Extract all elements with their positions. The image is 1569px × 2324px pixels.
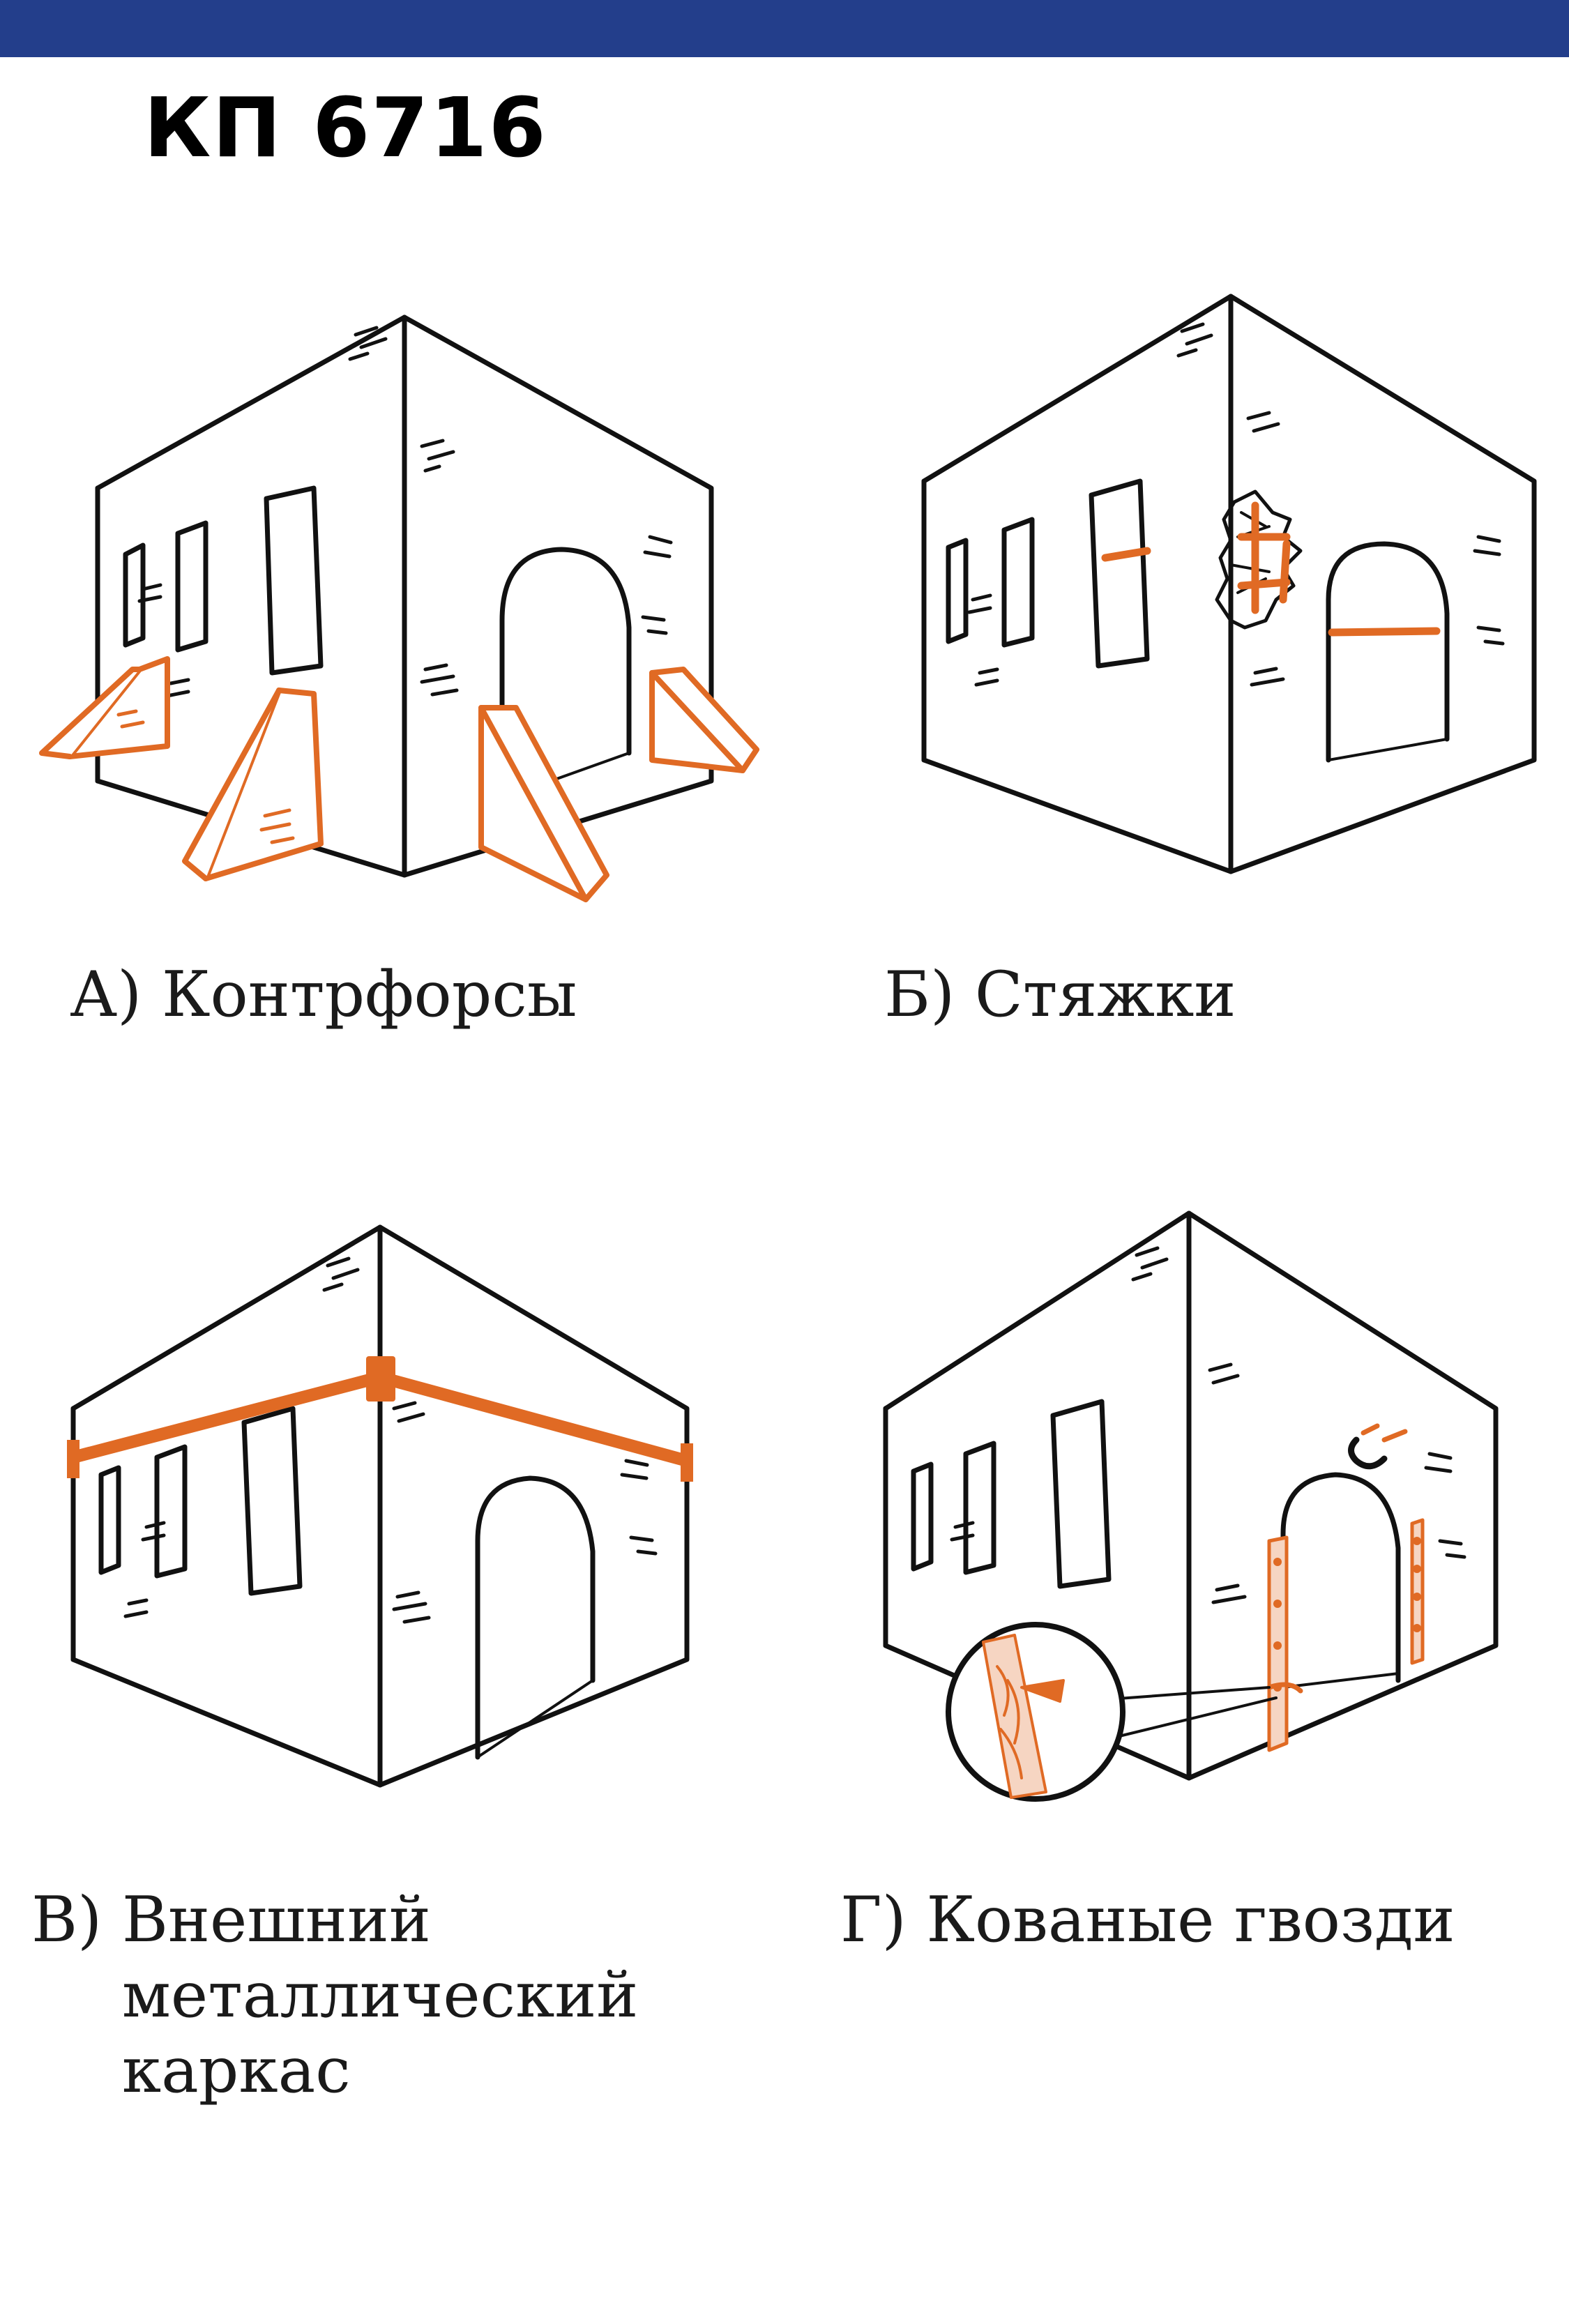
top-banner bbox=[0, 0, 1569, 57]
illustration-forged-nails bbox=[865, 1199, 1548, 1806]
option-v-letter: В) bbox=[31, 1883, 103, 1957]
option-b-label: Стяжки bbox=[974, 958, 1236, 1031]
option-a-letter: А) bbox=[70, 958, 142, 1031]
illustration-tie-rods bbox=[865, 272, 1548, 927]
option-v-caption: В) Внешний металлический каркас bbox=[31, 1883, 638, 2109]
illustration-buttresses bbox=[28, 279, 767, 927]
option-g-letter: Г) bbox=[840, 1883, 907, 1957]
page-title: КП 6716 bbox=[144, 79, 547, 176]
option-g-caption: Г) Кованые гвозди bbox=[840, 1883, 1455, 1958]
illustration-metal-frame bbox=[42, 1199, 711, 1806]
option-b-letter: Б) bbox=[884, 958, 955, 1031]
option-a-label: Контрфорсы bbox=[161, 958, 577, 1031]
option-g-label: Кованые гвозди bbox=[926, 1883, 1455, 1957]
option-b-caption: Б) Стяжки bbox=[884, 957, 1236, 1033]
option-a-caption: А) Контрфорсы bbox=[70, 957, 577, 1033]
option-v-label: Внешний металлический каркас bbox=[121, 1883, 639, 2107]
